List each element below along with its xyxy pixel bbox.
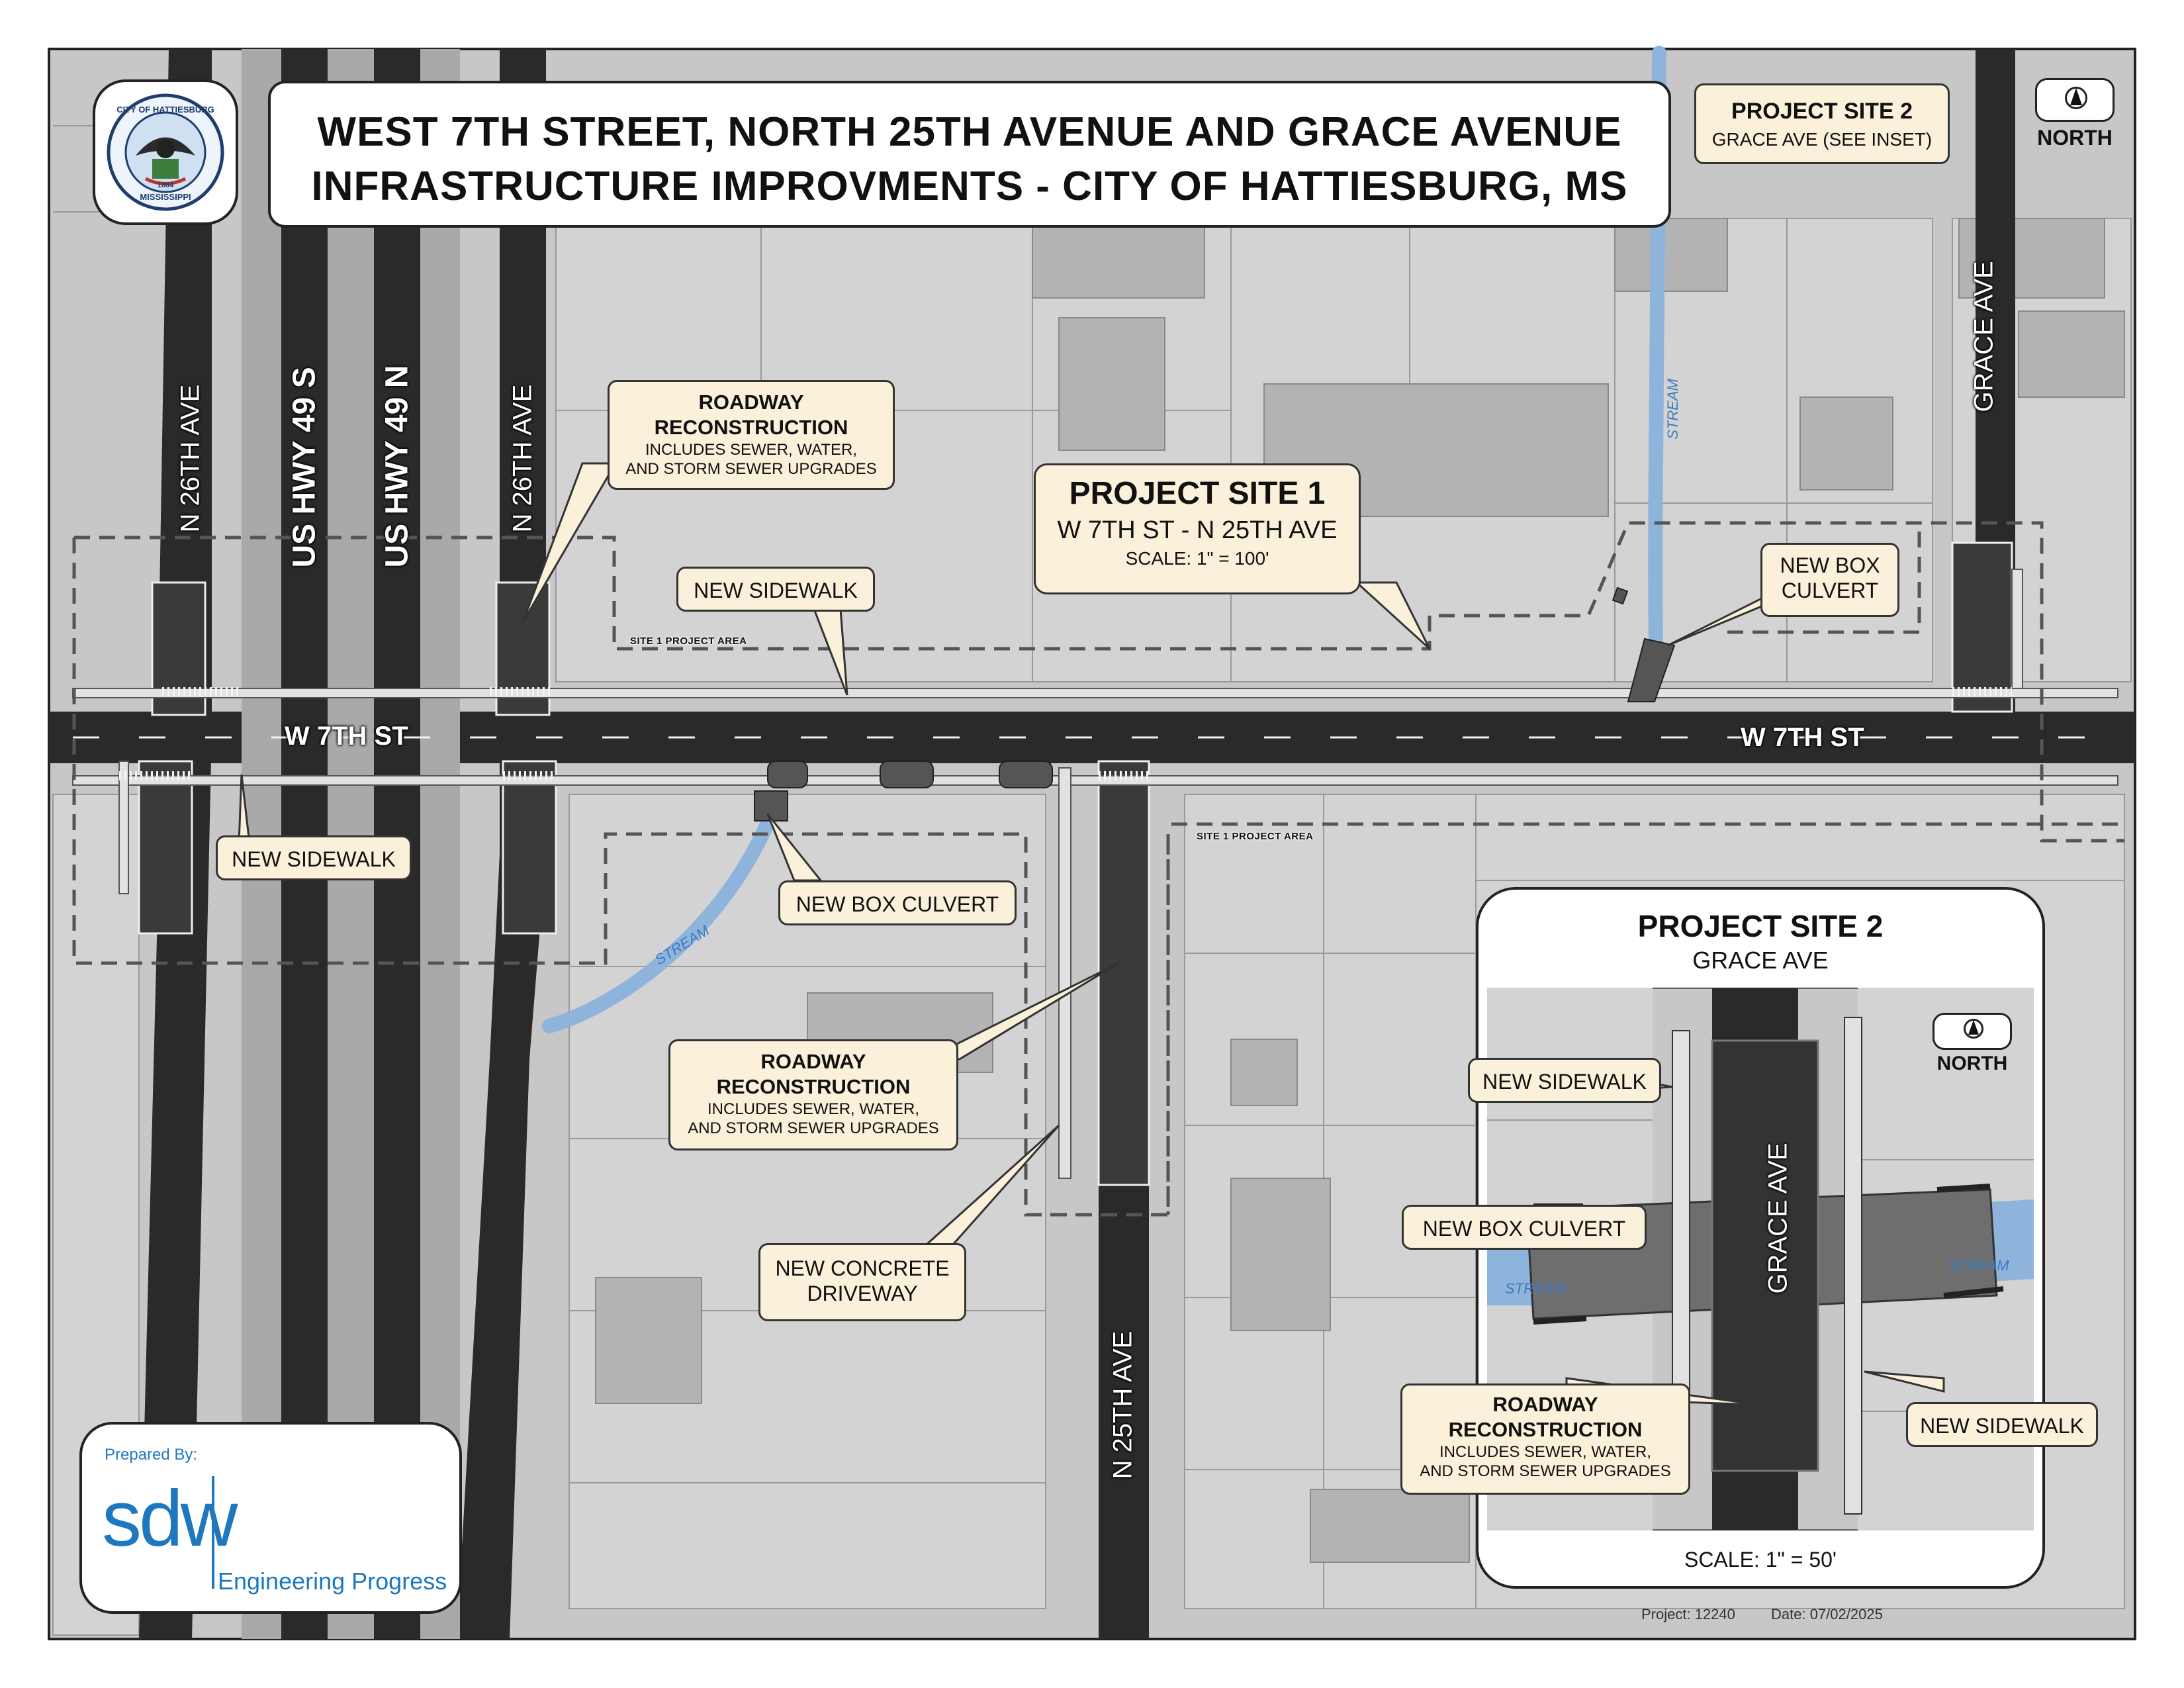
inset-callout-new-box-culvert: NEW BOX CULVERT: [1402, 1205, 1647, 1250]
inset-stream-right-label: STREAM: [1948, 1257, 2009, 1274]
road-label-w7th-right: W 7TH ST: [1741, 723, 1864, 752]
seal-top-text: CITY OF HATTIESBURG: [116, 105, 214, 115]
inset-stream-left-label: STREAM: [1505, 1280, 1566, 1297]
road-label-n26th-left: N 26TH AVE: [175, 384, 205, 533]
prepared-by-tagline: Engineering Progress: [218, 1568, 447, 1595]
road-label-n26th-right: N 26TH AVE: [508, 384, 537, 533]
callout-roadway-reconstruction-top: ROADWAY RECONSTRUCTION INCLUDES SEWER, W…: [608, 380, 895, 490]
inset-scale: SCALE: 1" = 50': [1684, 1548, 1837, 1571]
seal-bottom-text: MISSISSIPPI: [140, 192, 191, 202]
road-label-grace-top: GRACE AVE: [1969, 261, 1999, 412]
inset-sidewalk-right: [1844, 1017, 1862, 1515]
project-site1-scale: SCALE: 1" = 100': [1125, 548, 1269, 569]
project-site2-ref-subtitle: GRACE AVE (SEE INSET): [1711, 129, 1933, 150]
project-site2-reference: PROJECT SITE 2 GRACE AVE (SEE INSET): [1694, 83, 1950, 164]
callout-new-box-culvert-mid: NEW BOX CULVERT: [778, 880, 1017, 925]
prepared-by-label: Prepared By:: [105, 1446, 198, 1464]
logo-divider: [212, 1476, 214, 1589]
callout-new-sidewalk-top: NEW SIDEWALK: [676, 567, 875, 612]
north-arrow-icon: [1933, 1013, 2012, 1050]
title-line-2: INFRASTRUCTURE IMPROVMENTS - CITY OF HAT…: [311, 164, 1628, 209]
road-label-us49s: US HWY 49 S: [287, 367, 322, 568]
inset-north-arrow: NORTH: [1933, 1013, 2012, 1074]
inset-reconstruction: [1711, 1039, 1819, 1472]
north-label: NORTH: [2037, 126, 2113, 150]
footer-date: Date: 07/02/2025: [1771, 1606, 1883, 1622]
crosswalks: [119, 687, 2012, 780]
inset-callout-roadway: ROADWAY RECONSTRUCTION INCLUDES SEWER, W…: [1400, 1383, 1690, 1495]
callout-new-box-culvert-right: NEW BOX CULVERT: [1760, 543, 1899, 617]
prepared-by-box: Prepared By: sdw Engineering Progress: [79, 1422, 462, 1614]
inset-callout-new-sidewalk-left: NEW SIDEWALK: [1468, 1058, 1661, 1103]
project-site1-title: PROJECT SITE 1: [1069, 476, 1326, 511]
project-site1-subtitle: W 7TH ST - N 25TH AVE: [1057, 516, 1338, 544]
project-site2-ref-title: PROJECT SITE 2: [1731, 99, 1913, 124]
sidewalks: [72, 569, 2118, 1179]
north-arrow: NORTH: [2032, 78, 2118, 151]
stream-label-top: STREAM: [1664, 379, 1681, 440]
callout-new-sidewalk-left: NEW SIDEWALK: [216, 835, 412, 880]
sdw-logo: sdw: [102, 1474, 238, 1563]
title-line-1: WEST 7TH STREET, NORTH 25TH AVENUE AND G…: [317, 109, 1622, 155]
road-label-n25th: N 25TH AVE: [1108, 1331, 1138, 1479]
inset-road-label: GRACE AVE: [1763, 1143, 1793, 1294]
north-arrow-icon: [2035, 78, 2115, 122]
inset-subtitle: GRACE AVE: [1692, 947, 1829, 974]
footer-project: Project: 12240: [1641, 1606, 1735, 1622]
road-label-us49n: US HWY 49 N: [379, 365, 415, 568]
site1-area-label-right: SITE 1 PROJECT AREA: [1197, 831, 1314, 842]
title-box: WEST 7TH STREET, NORTH 25TH AVENUE AND G…: [268, 81, 1671, 228]
driveways: [754, 586, 1676, 821]
road-label-w7th-left: W 7TH ST: [285, 722, 408, 751]
inset-panel: PROJECT SITE 2 GRACE AVE GRACE AVE STREA…: [1400, 887, 2098, 1589]
site1-area-label-top: SITE 1 PROJECT AREA: [630, 635, 747, 647]
seal-year: 1884: [157, 181, 174, 189]
callout-roadway-reconstruction-mid: ROADWAY RECONSTRUCTION INCLUDES SEWER, W…: [668, 1039, 958, 1150]
inset-title: PROJECT SITE 2: [1637, 909, 1884, 943]
project-site1-box: PROJECT SITE 1 W 7TH ST - N 25TH AVE SCA…: [1034, 463, 1361, 594]
project-area-boundaries: [72, 521, 2124, 1217]
inset-north-label: NORTH: [1936, 1053, 2008, 1074]
city-seal: CITY OF HATTIESBURG 1884 MISSISSIPPI: [93, 79, 238, 225]
callout-new-concrete-driveway: NEW CONCRETE DRIVEWAY: [758, 1243, 966, 1321]
seal-emblem: [107, 93, 224, 211]
inset-callout-new-sidewalk-right: NEW SIDEWALK: [1906, 1402, 2098, 1447]
